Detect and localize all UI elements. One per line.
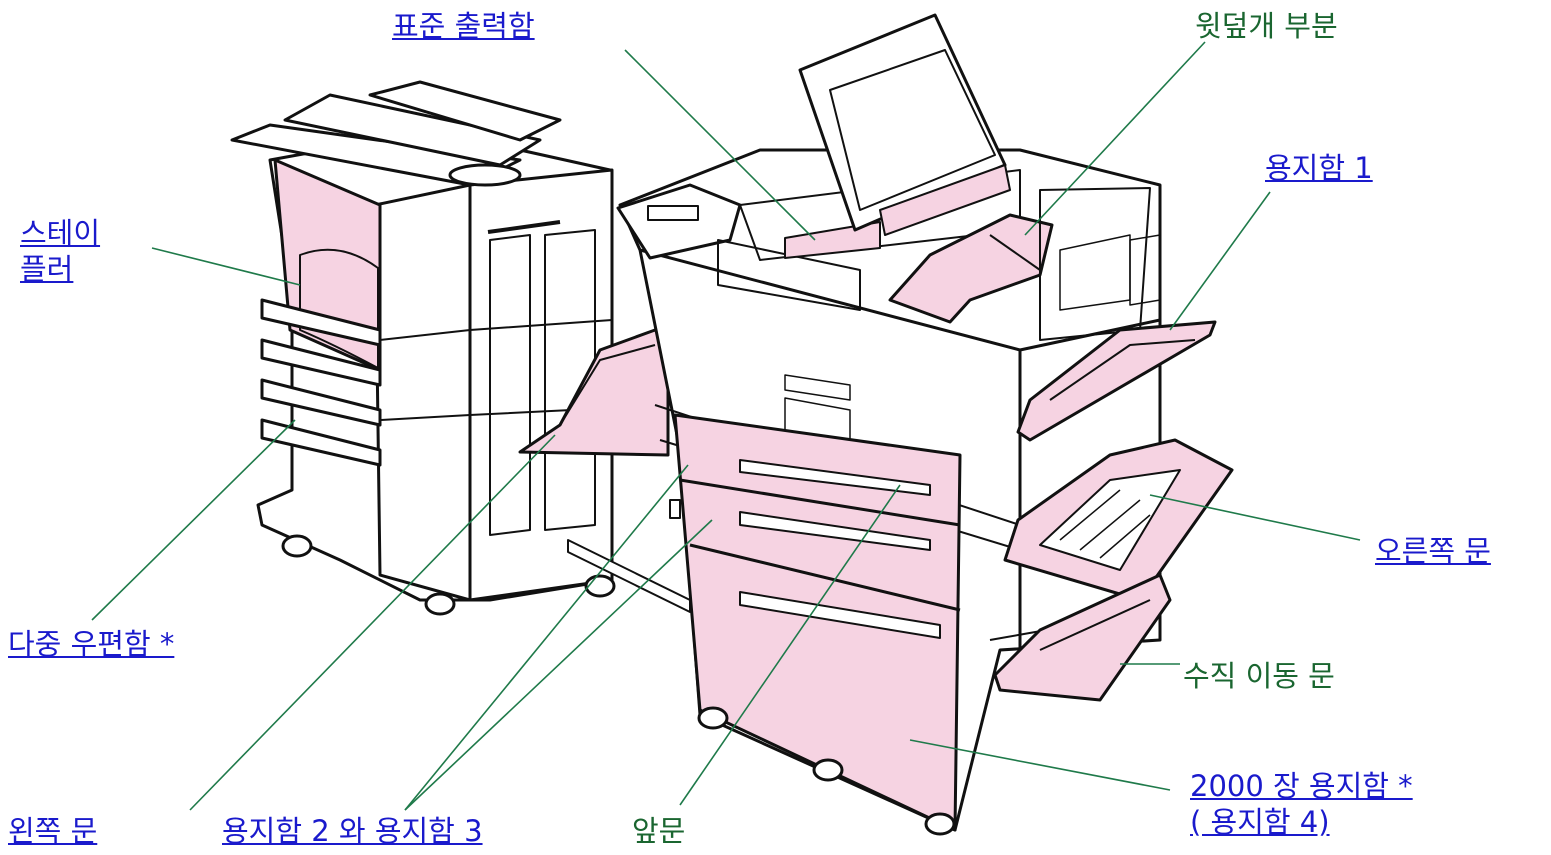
tray4-link-line2[interactable]: ( 용지함 4) xyxy=(1190,805,1330,839)
right-door-link[interactable]: 오른쪽 문 xyxy=(1375,534,1491,568)
tray4-link-group[interactable]: 2000 장 용지함 * ( 용지함 4) xyxy=(1190,768,1413,840)
top-cover-label: 윗덮개 부분 xyxy=(1195,9,1338,43)
stapler-link-line2[interactable]: 플러 xyxy=(20,252,74,286)
tray1-panel xyxy=(1016,320,1217,442)
multi-bin-mailbox-link[interactable]: 다중 우편함 * xyxy=(8,627,175,661)
trays-2-3-link[interactable]: 용지함 2 와 용지함 3 xyxy=(222,814,483,848)
vertical-transfer-door-label: 수직 이동 문 xyxy=(1183,659,1335,693)
stapler-link-group[interactable]: 스테이 플러 xyxy=(20,215,100,287)
standard-output-bin-link[interactable]: 표준 출력함 xyxy=(392,9,535,43)
vertical-transfer-door-panel xyxy=(993,573,1172,702)
stapler-link-line1[interactable]: 스테이 xyxy=(20,216,101,250)
front-door-label: 앞문 xyxy=(632,814,686,848)
mailbox-unit xyxy=(230,80,691,616)
tray4-link-line1[interactable]: 2000 장 용지함 * xyxy=(1190,769,1413,803)
left-door-link[interactable]: 왼쪽 문 xyxy=(8,814,98,848)
tray1-link[interactable]: 용지함 1 xyxy=(1265,151,1373,185)
